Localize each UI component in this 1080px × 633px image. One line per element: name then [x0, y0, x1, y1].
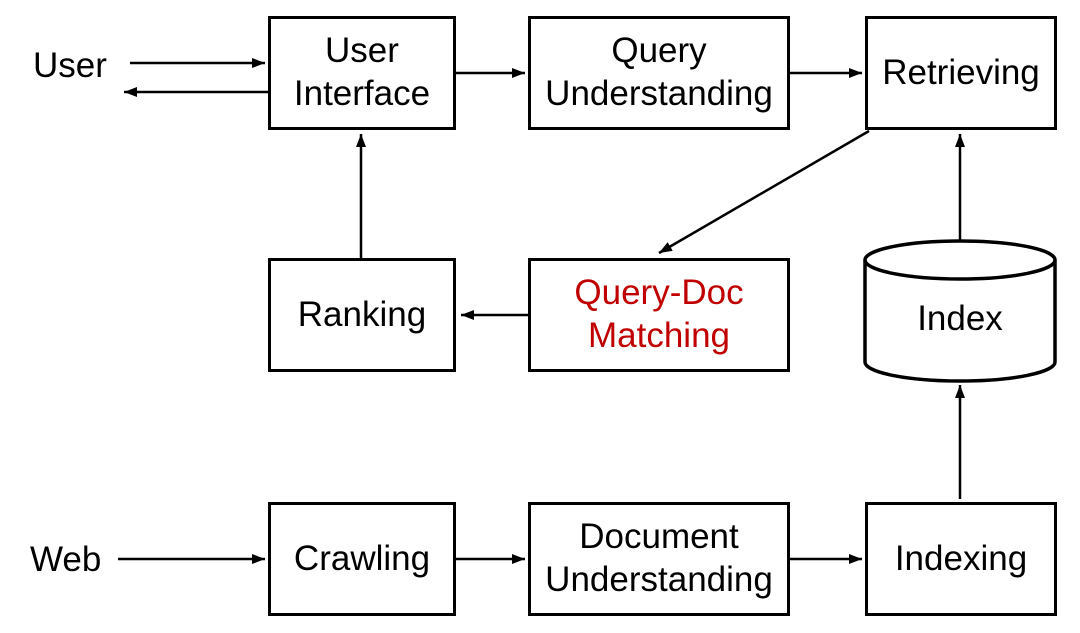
node-retrieving-label: Retrieving — [882, 52, 1040, 92]
node-document-understanding-label: Document Understanding — [545, 517, 773, 599]
node-indexing-label: Indexing — [894, 538, 1028, 578]
arrow-retrieving-to-query-doc-matching — [658, 129, 870, 255]
node-query-understanding-label: Query Understanding — [545, 31, 773, 113]
node-user-interface: User Interface — [268, 16, 456, 130]
node-ranking-label: Ranking — [297, 294, 427, 334]
node-query-doc-matching-label: Query-Doc Matching — [574, 273, 744, 355]
user-label: User — [33, 46, 107, 85]
node-document-understanding: Document Understanding — [528, 502, 790, 616]
node-query-understanding: Query Understanding — [528, 16, 790, 130]
node-crawling: Crawling — [268, 502, 456, 616]
node-ranking: Ranking — [268, 258, 456, 372]
node-query-doc-matching: Query-Doc Matching — [528, 258, 790, 372]
node-crawling-label: Crawling — [293, 538, 431, 578]
web-label: Web — [30, 540, 102, 579]
node-index-label: Index — [917, 298, 1003, 338]
node-indexing: Indexing — [865, 502, 1057, 616]
node-retrieving: Retrieving — [865, 16, 1057, 130]
node-user-interface-label: User Interface — [293, 31, 431, 113]
node-index: Index — [865, 288, 1055, 350]
